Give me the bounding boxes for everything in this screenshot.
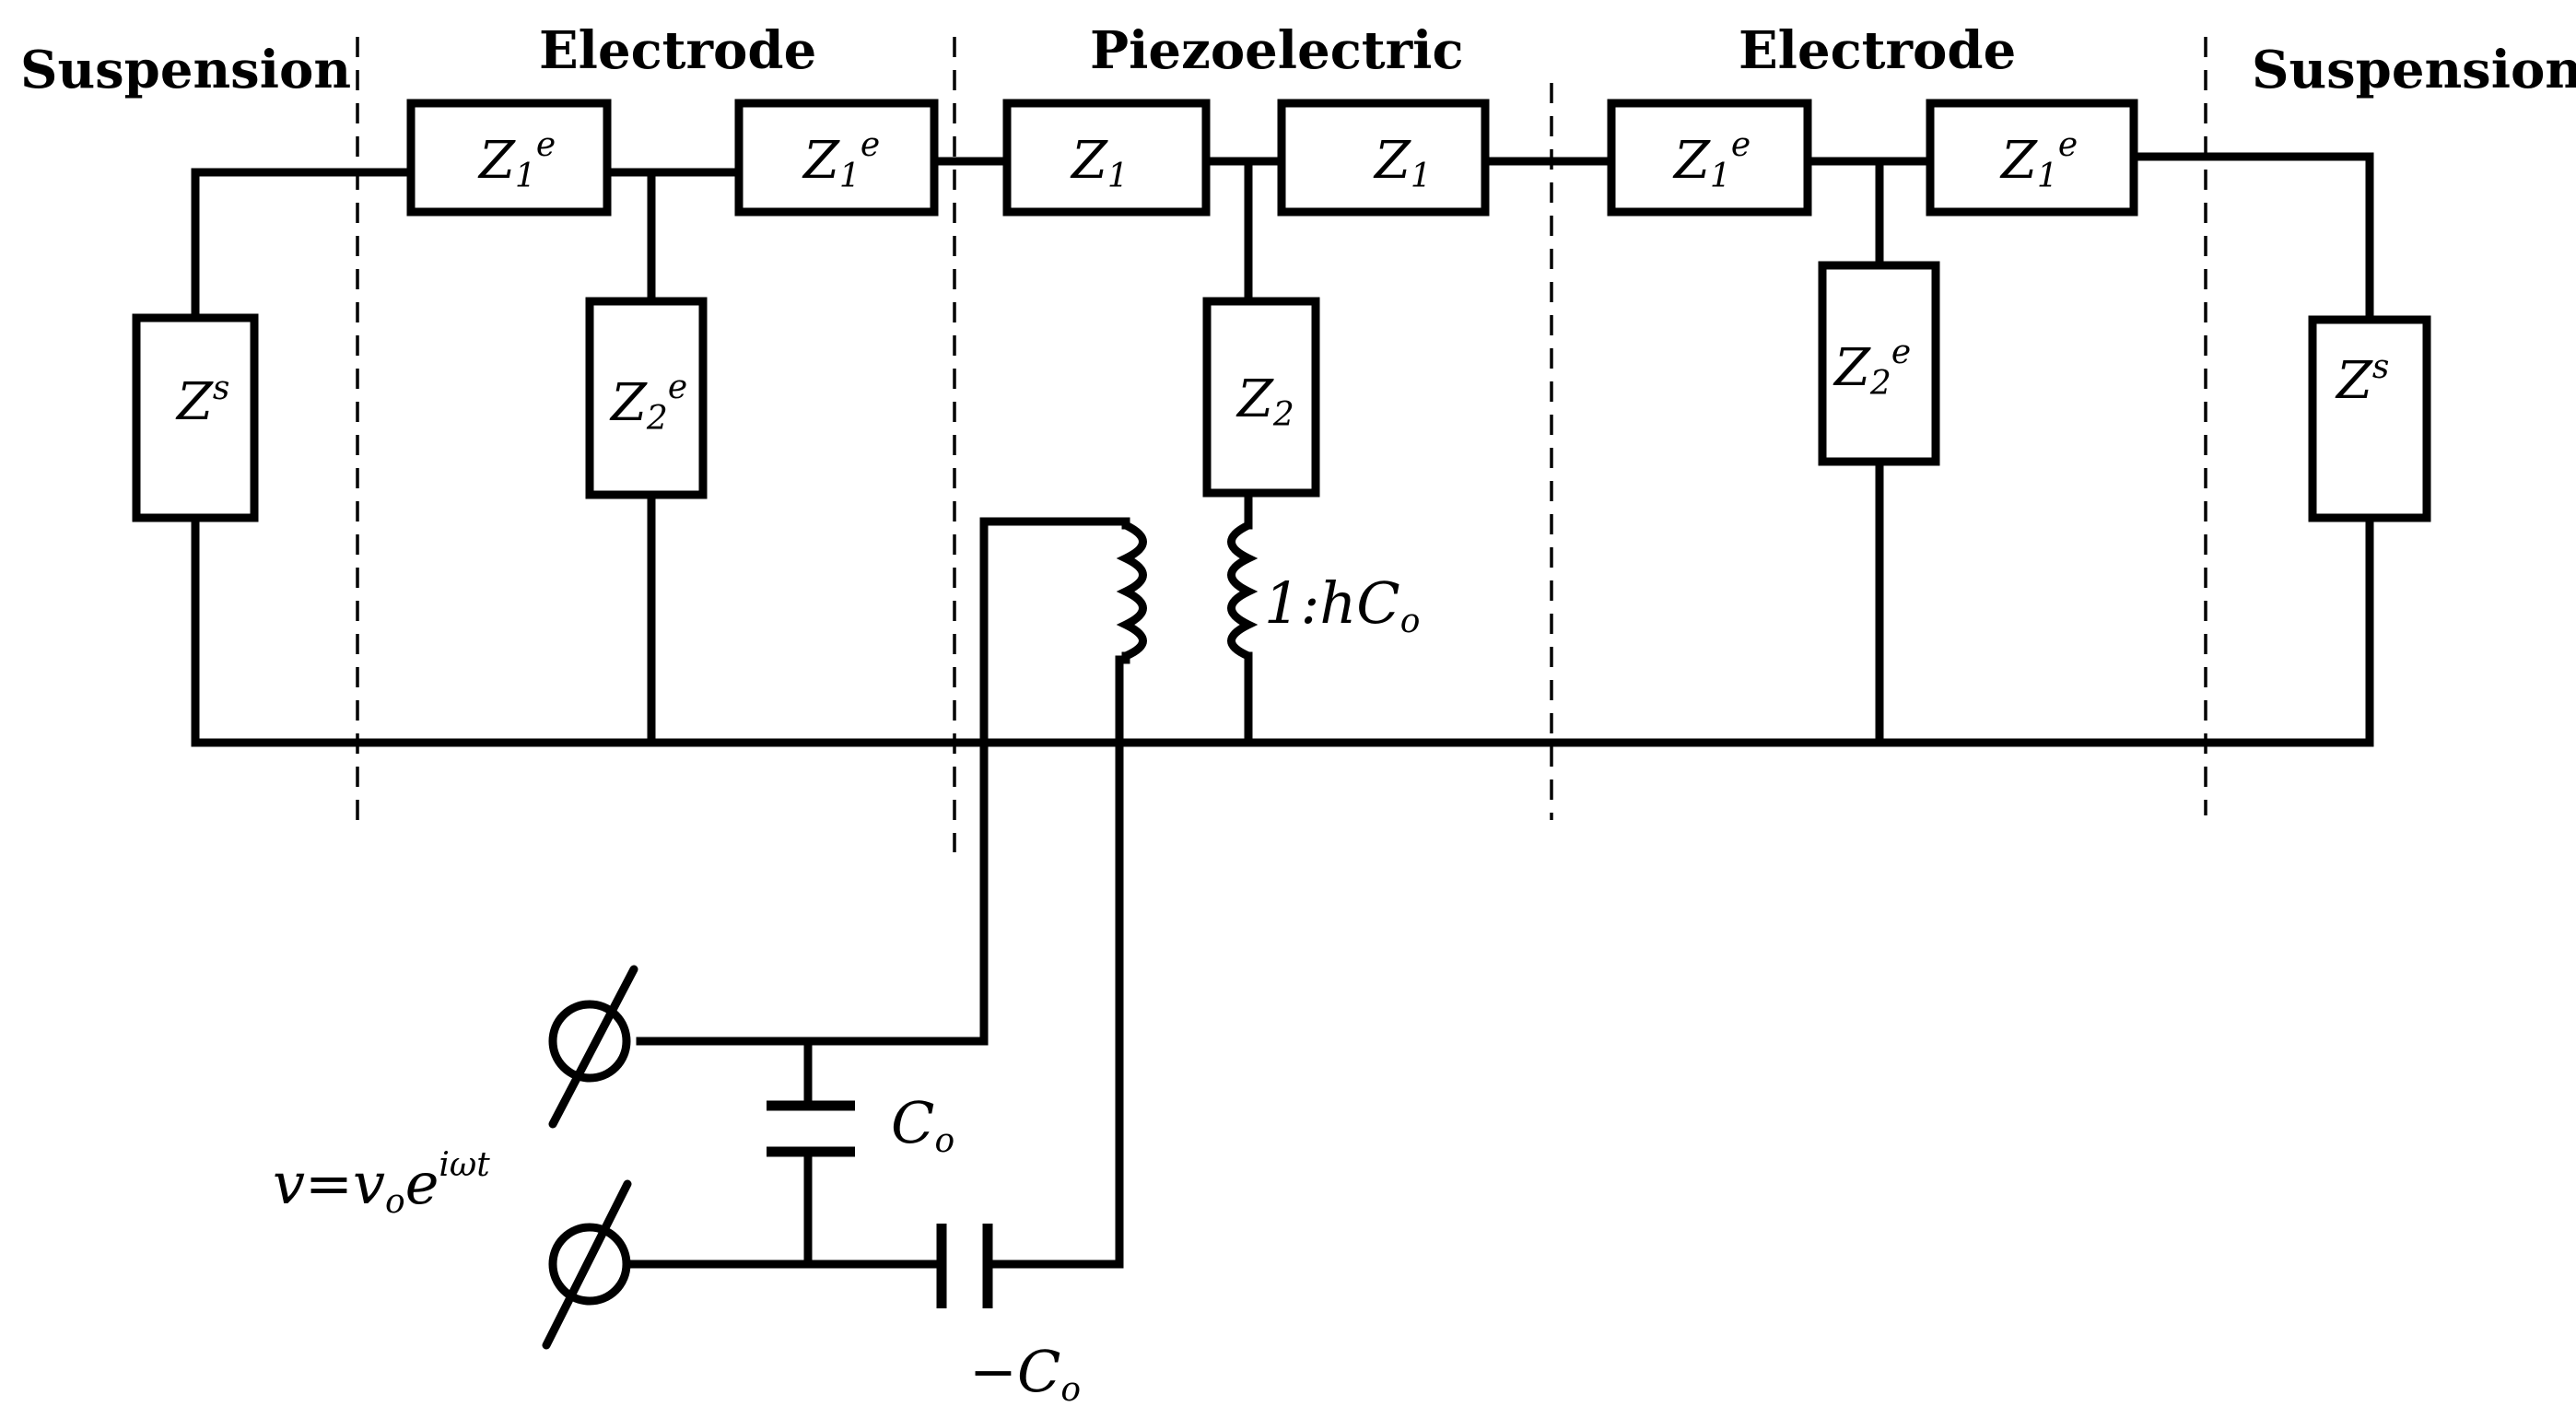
label-right-suspension: Suspension [2252,40,2576,100]
z1e-box-3 [1607,99,1812,217]
label-zs-left: Zs [175,369,229,432]
label-z1e-2: Z1e [802,126,880,195]
label-z1e-1: Z1e [477,126,556,195]
label-z1e-3: Z1e [1672,126,1751,195]
z2e-left-box [585,297,708,499]
label-capacitor-co: Co [891,1089,954,1160]
z1e-box-4 [1926,99,2138,217]
z1e-box-1 [406,99,612,217]
label-z1e-4: Z1e [1999,126,2078,195]
label-capacitor-neg-co: −Co [969,1338,1081,1409]
label-z2e-right: Z2e [1832,334,1911,403]
z2-box [1202,297,1320,498]
transformer-primary [636,517,1147,1269]
label-left-suspension: Suspension [20,40,351,100]
top-line [191,152,2374,177]
label-z1-2: Z1 [1373,131,1432,195]
label-z2e-left: Z2e [609,369,687,438]
left-suspension-branch [132,168,259,747]
right-electrode-shunt [1818,157,1940,747]
transformer-primary-coil [1116,521,1147,661]
label-transformer-ratio: 1:hCo [1264,569,1420,640]
z1e-box-2 [734,99,939,217]
zs-left-box [132,313,259,522]
right-suspension-branch [2308,152,2431,747]
label-piezoelectric: Piezoelectric [1090,20,1464,81]
piezo-shunt [1202,157,1320,747]
capacitor-neg-co [622,1224,1009,1308]
transformer-secondary-coil [1227,521,1259,661]
label-z2: Z2 [1235,369,1294,434]
label-z1-1: Z1 [1070,131,1129,195]
source-terminal-bottom [542,1179,632,1350]
z1-box-2 [1277,99,1490,217]
capacitor-co [767,1037,855,1269]
zs-right-box [2308,315,2431,522]
source-terminal-top [548,965,638,1129]
z1-box-1 [1002,99,1211,217]
left-electrode-shunt [585,168,708,747]
label-source-voltage: v=voeiωt [273,1146,490,1221]
label-zs-right: Zs [2335,348,2389,411]
label-left-electrode: Electrode [539,20,816,81]
label-right-electrode: Electrode [1739,20,2016,81]
